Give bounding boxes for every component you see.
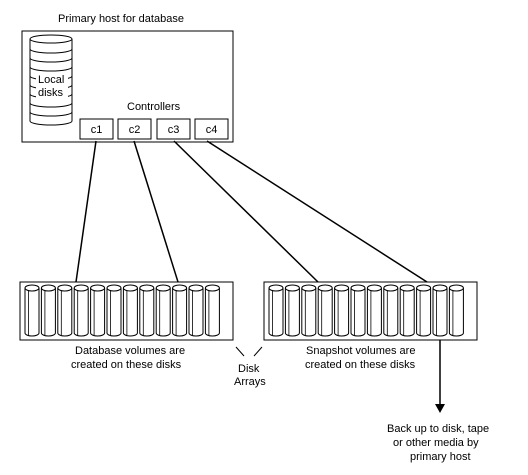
disk-arrays-pointer-left (235, 346, 245, 357)
array-disk (284, 284, 300, 337)
array-disk (188, 284, 204, 337)
database-array-caption-2: created on these disks (71, 359, 182, 371)
host-title: Primary host for database (58, 13, 184, 25)
array-disk (268, 284, 284, 337)
array-disk (204, 284, 220, 337)
array-disk (416, 284, 432, 337)
array-disk (317, 284, 333, 337)
local-disks-label-1: Local (38, 74, 64, 86)
array-disk (73, 284, 89, 337)
controller-label-c1: c1 (91, 124, 103, 136)
controller-c2: c2 (117, 118, 152, 140)
controllers-group: c1 c2 c3 c4 (79, 118, 229, 140)
array-disk (399, 284, 415, 337)
connection-c4-snapshot-array (206, 140, 428, 283)
controller-c3: c3 (156, 118, 191, 140)
local-disk-platter (29, 34, 73, 54)
disk-arrays-label-1: Disk (238, 363, 260, 375)
connection-c1-db-array (75, 140, 97, 283)
array-disk (432, 284, 448, 337)
controller-label-c4: c4 (206, 124, 218, 136)
database-disk-array-disks (24, 284, 220, 337)
database-array-caption-1: Database volumes are (75, 345, 185, 357)
array-disk (155, 284, 171, 337)
array-disk (139, 284, 155, 337)
connection-c2-db-array (133, 140, 179, 283)
array-disk (301, 284, 317, 337)
backup-text-1: Back up to disk, tape (387, 423, 489, 435)
backup-text-3: primary host (410, 451, 471, 463)
snapshot-disk-array-disks (268, 284, 464, 337)
controller-label-c3: c3 (168, 124, 180, 136)
array-disk (366, 284, 382, 337)
controller-label-c2: c2 (129, 124, 141, 136)
array-disk (334, 284, 350, 337)
controller-c1: c1 (79, 118, 114, 140)
array-disk (172, 284, 188, 337)
array-disk (122, 284, 138, 337)
disk-arrays-label-2: Arrays (234, 376, 266, 388)
array-disk (106, 284, 122, 337)
backup-text-2: or other media by (393, 437, 479, 449)
array-disk (57, 284, 73, 337)
array-disk (24, 284, 40, 337)
array-disk (383, 284, 399, 337)
array-disk (90, 284, 106, 337)
snapshot-array-caption-1: Snapshot volumes are (306, 345, 415, 357)
disk-arrays-pointer-right (253, 346, 263, 357)
array-disk (350, 284, 366, 337)
connection-c3-snapshot-array (173, 140, 319, 283)
controllers-label: Controllers (127, 101, 181, 113)
array-disk (40, 284, 56, 337)
controller-c4: c4 (194, 118, 229, 140)
local-disks-label-2: disks (38, 87, 64, 99)
snapshot-array-caption-2: created on these disks (305, 359, 416, 371)
backup-arrow-head (435, 404, 445, 413)
array-disk (448, 284, 464, 337)
